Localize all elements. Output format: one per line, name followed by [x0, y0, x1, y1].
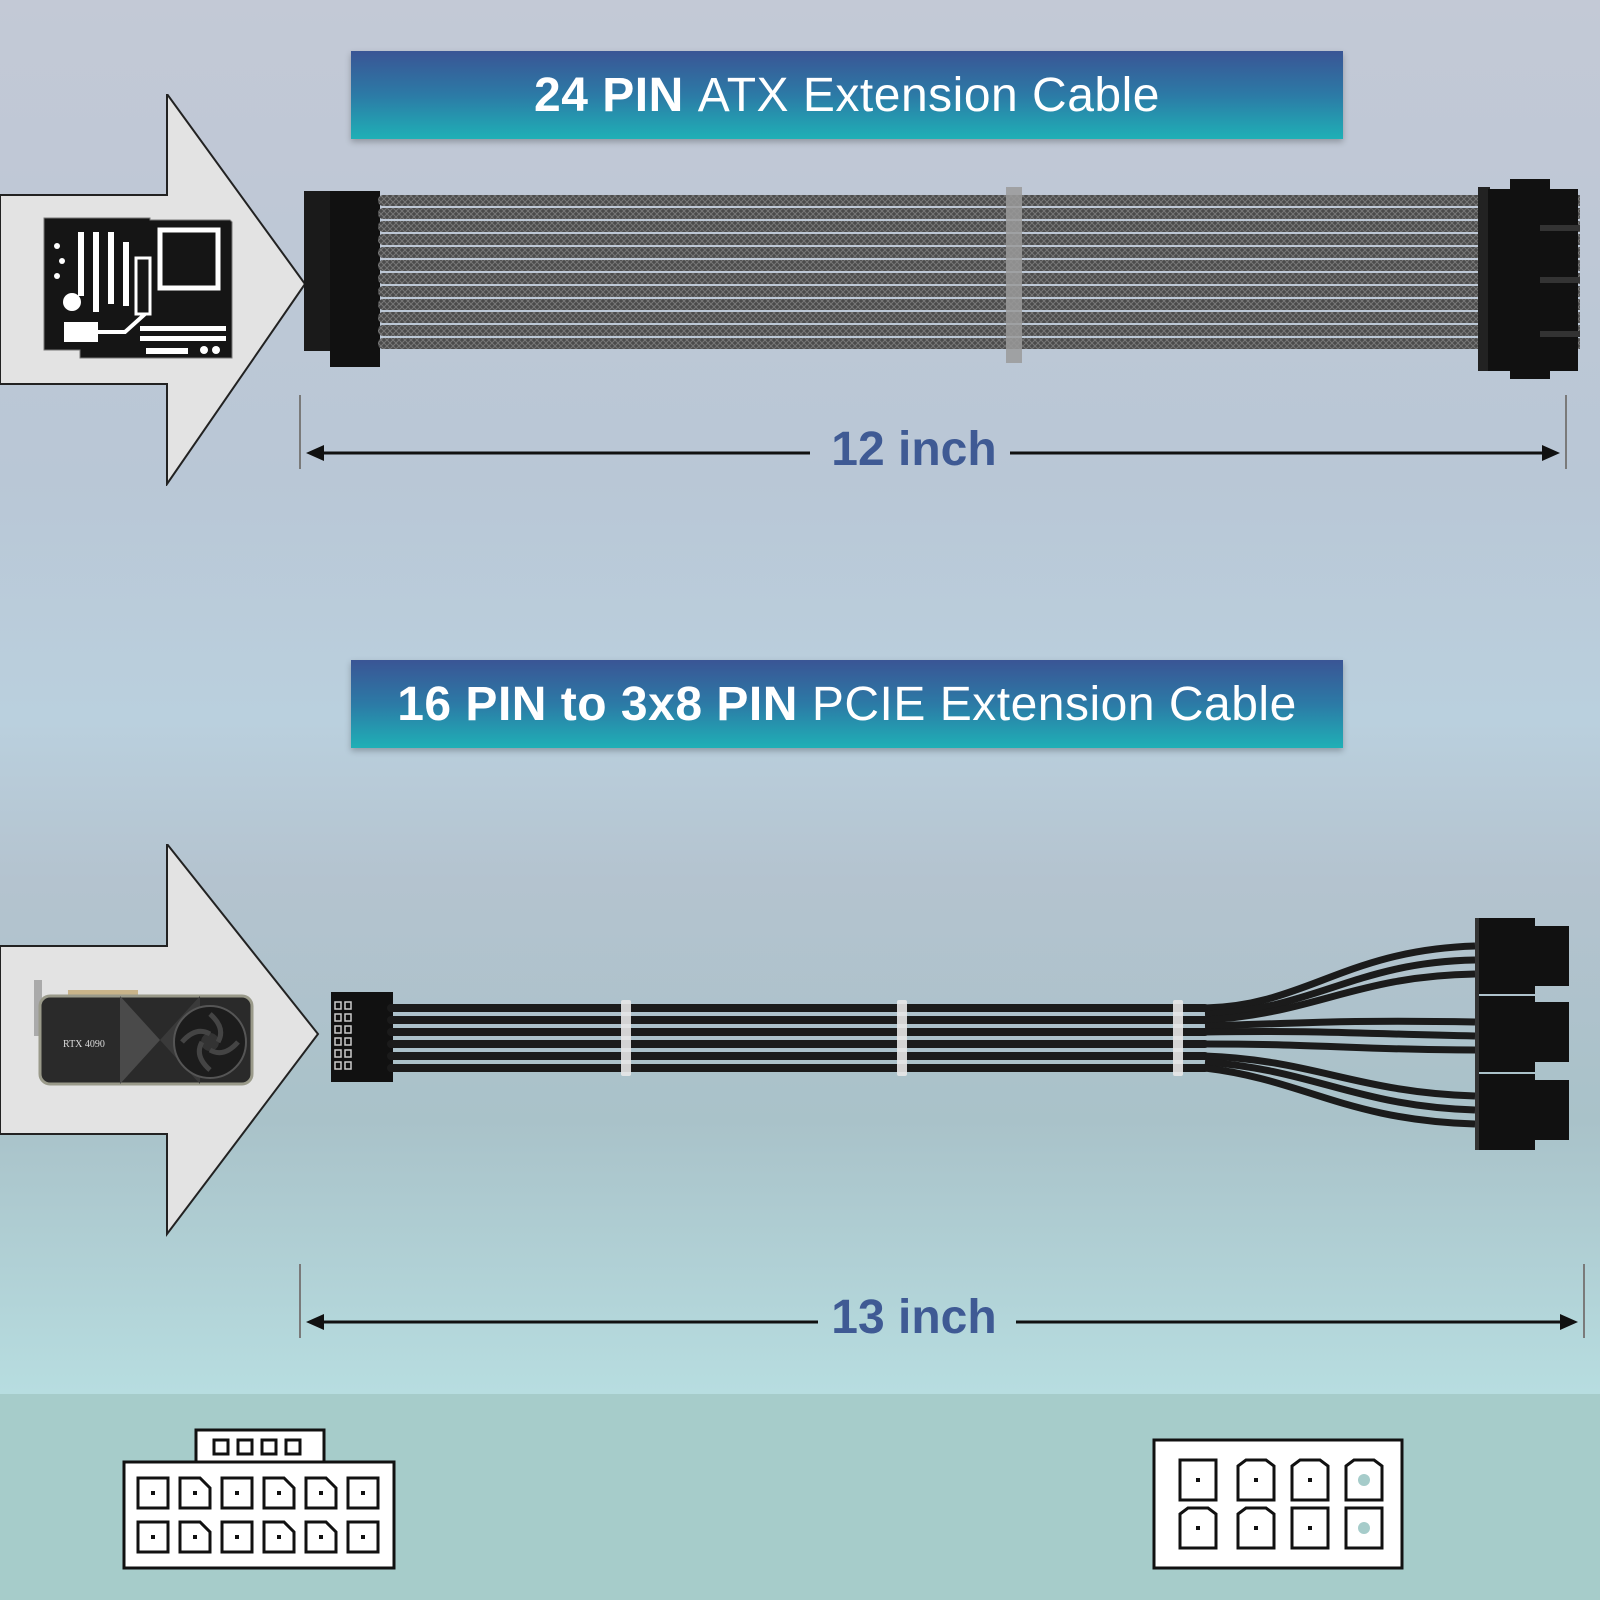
arrow-motherboard-graphic — [0, 94, 307, 486]
pcie-length-dimension-line — [299, 1264, 1585, 1338]
atx-cable-title-banner: 24 PIN ATX Extension Cable — [351, 51, 1343, 139]
gpu-icon: RTX 4090 — [34, 980, 254, 1086]
pinout-16pin-icon — [122, 1428, 396, 1570]
atx-title-text: ATX Extension Cable — [697, 68, 1160, 122]
atx-cable-comb — [1006, 187, 1022, 363]
atx-wires — [378, 195, 1580, 349]
pcie-8pin-connectors — [1475, 918, 1569, 1150]
arrow-gpu-graphic: RTX 4090 — [0, 844, 320, 1237]
atx-length-label: 12 inch — [831, 423, 997, 476]
pcie-cable-combs — [621, 1000, 1183, 1076]
pcie-title-text: PCIE Extension Cable — [811, 677, 1297, 731]
pcie-fanout-wires — [1204, 942, 1476, 1128]
pcie-16pin-cable-graphic — [331, 918, 1569, 1150]
pcie-length-label: 13 inch — [831, 1291, 997, 1344]
gpu-model-label: RTX 4090 — [63, 1039, 105, 1050]
atx-title-bold: 24 PIN — [534, 68, 684, 122]
pinout-8pin-icon — [1152, 1438, 1404, 1570]
motherboard-icon — [43, 217, 233, 359]
atx-24pin-cable-graphic — [304, 179, 1580, 379]
atx-length-dimension-line — [299, 395, 1567, 469]
atx-left-connector — [330, 191, 380, 367]
pcie-cable-title-banner: 16 PIN to 3x8 PIN PCIE Extension Cable — [351, 660, 1343, 748]
pcie-title-bold: 16 PIN to 3x8 PIN — [397, 677, 798, 731]
pcie-wires — [387, 1004, 1209, 1072]
